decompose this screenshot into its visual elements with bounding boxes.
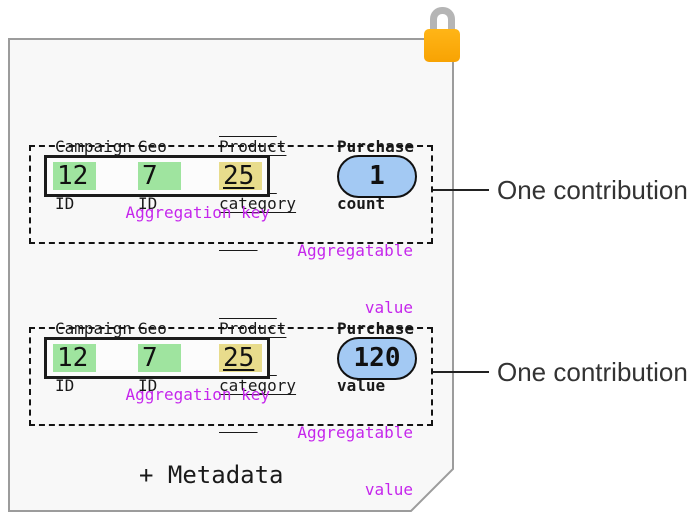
key-cell-campaign-id: 12 (53, 162, 96, 190)
aggregatable-value-label-line1: Aggregatable (297, 423, 413, 442)
connector-line (433, 371, 489, 373)
aggregatable-value-pill: 120 (337, 337, 417, 380)
aggregatable-value-label: Aggregatable value (297, 385, 413, 524)
aggregation-key-label: Aggregation key (125, 385, 271, 404)
key-cell-campaign-id: 12 (53, 344, 96, 372)
aggregatable-value-label-line1: Aggregatable (297, 241, 413, 260)
contribution-boundary (29, 145, 433, 244)
aggregatable-value-label-line2: value (364, 298, 413, 317)
connector-line (433, 189, 489, 191)
header-line2: ID (55, 194, 75, 213)
column-header-product-category: Product category (219, 281, 296, 433)
aggregation-key-label: Aggregation key (125, 203, 271, 222)
lock-shackle (430, 7, 455, 35)
metadata-label: + Metadata (139, 461, 284, 489)
header-line2: count (337, 194, 386, 213)
aggregatable-value-label-line2: value (364, 480, 413, 499)
header-line2: ID (138, 194, 158, 213)
header-line2: category (219, 376, 297, 395)
one-contribution-label: One contribution (497, 357, 688, 387)
key-cell-geo-id: 7 (138, 162, 181, 190)
key-cell-geo-id: 7 (138, 344, 181, 372)
contribution-record-value: Campaign ID Geo ID Product category Purc… (0, 281, 700, 499)
key-cell-product-category: 25 (219, 162, 262, 190)
contribution-record-count: Campaign ID Geo ID Product category Purc… (0, 99, 700, 317)
key-cell-product-category: 25 (219, 344, 262, 372)
one-contribution-label: One contribution (497, 175, 688, 205)
aggregatable-value-label: Aggregatable value (297, 203, 413, 355)
header-line2: value (337, 376, 386, 395)
header-line2: ID (138, 376, 158, 395)
lock-body (424, 29, 460, 62)
header-line2: ID (55, 376, 75, 395)
header-line2: category (219, 194, 297, 213)
aggregatable-value-pill: 1 (337, 155, 417, 198)
contribution-boundary (29, 327, 433, 426)
